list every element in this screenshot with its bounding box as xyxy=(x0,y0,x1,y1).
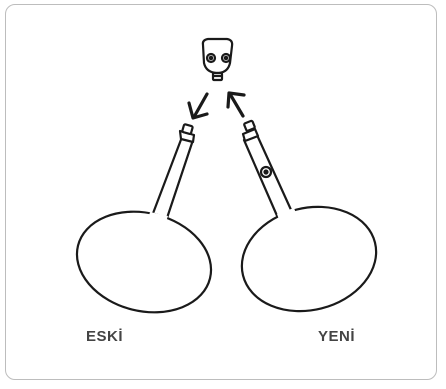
new-label: YENİ xyxy=(318,328,356,345)
arrow-down-left-icon xyxy=(187,92,209,120)
old-label: ESKİ xyxy=(86,328,124,345)
old-paddle-icon xyxy=(75,123,213,314)
new-paddle-icon xyxy=(240,119,378,313)
connector-part-icon xyxy=(201,37,234,82)
arrow-up-left-icon xyxy=(226,91,246,118)
